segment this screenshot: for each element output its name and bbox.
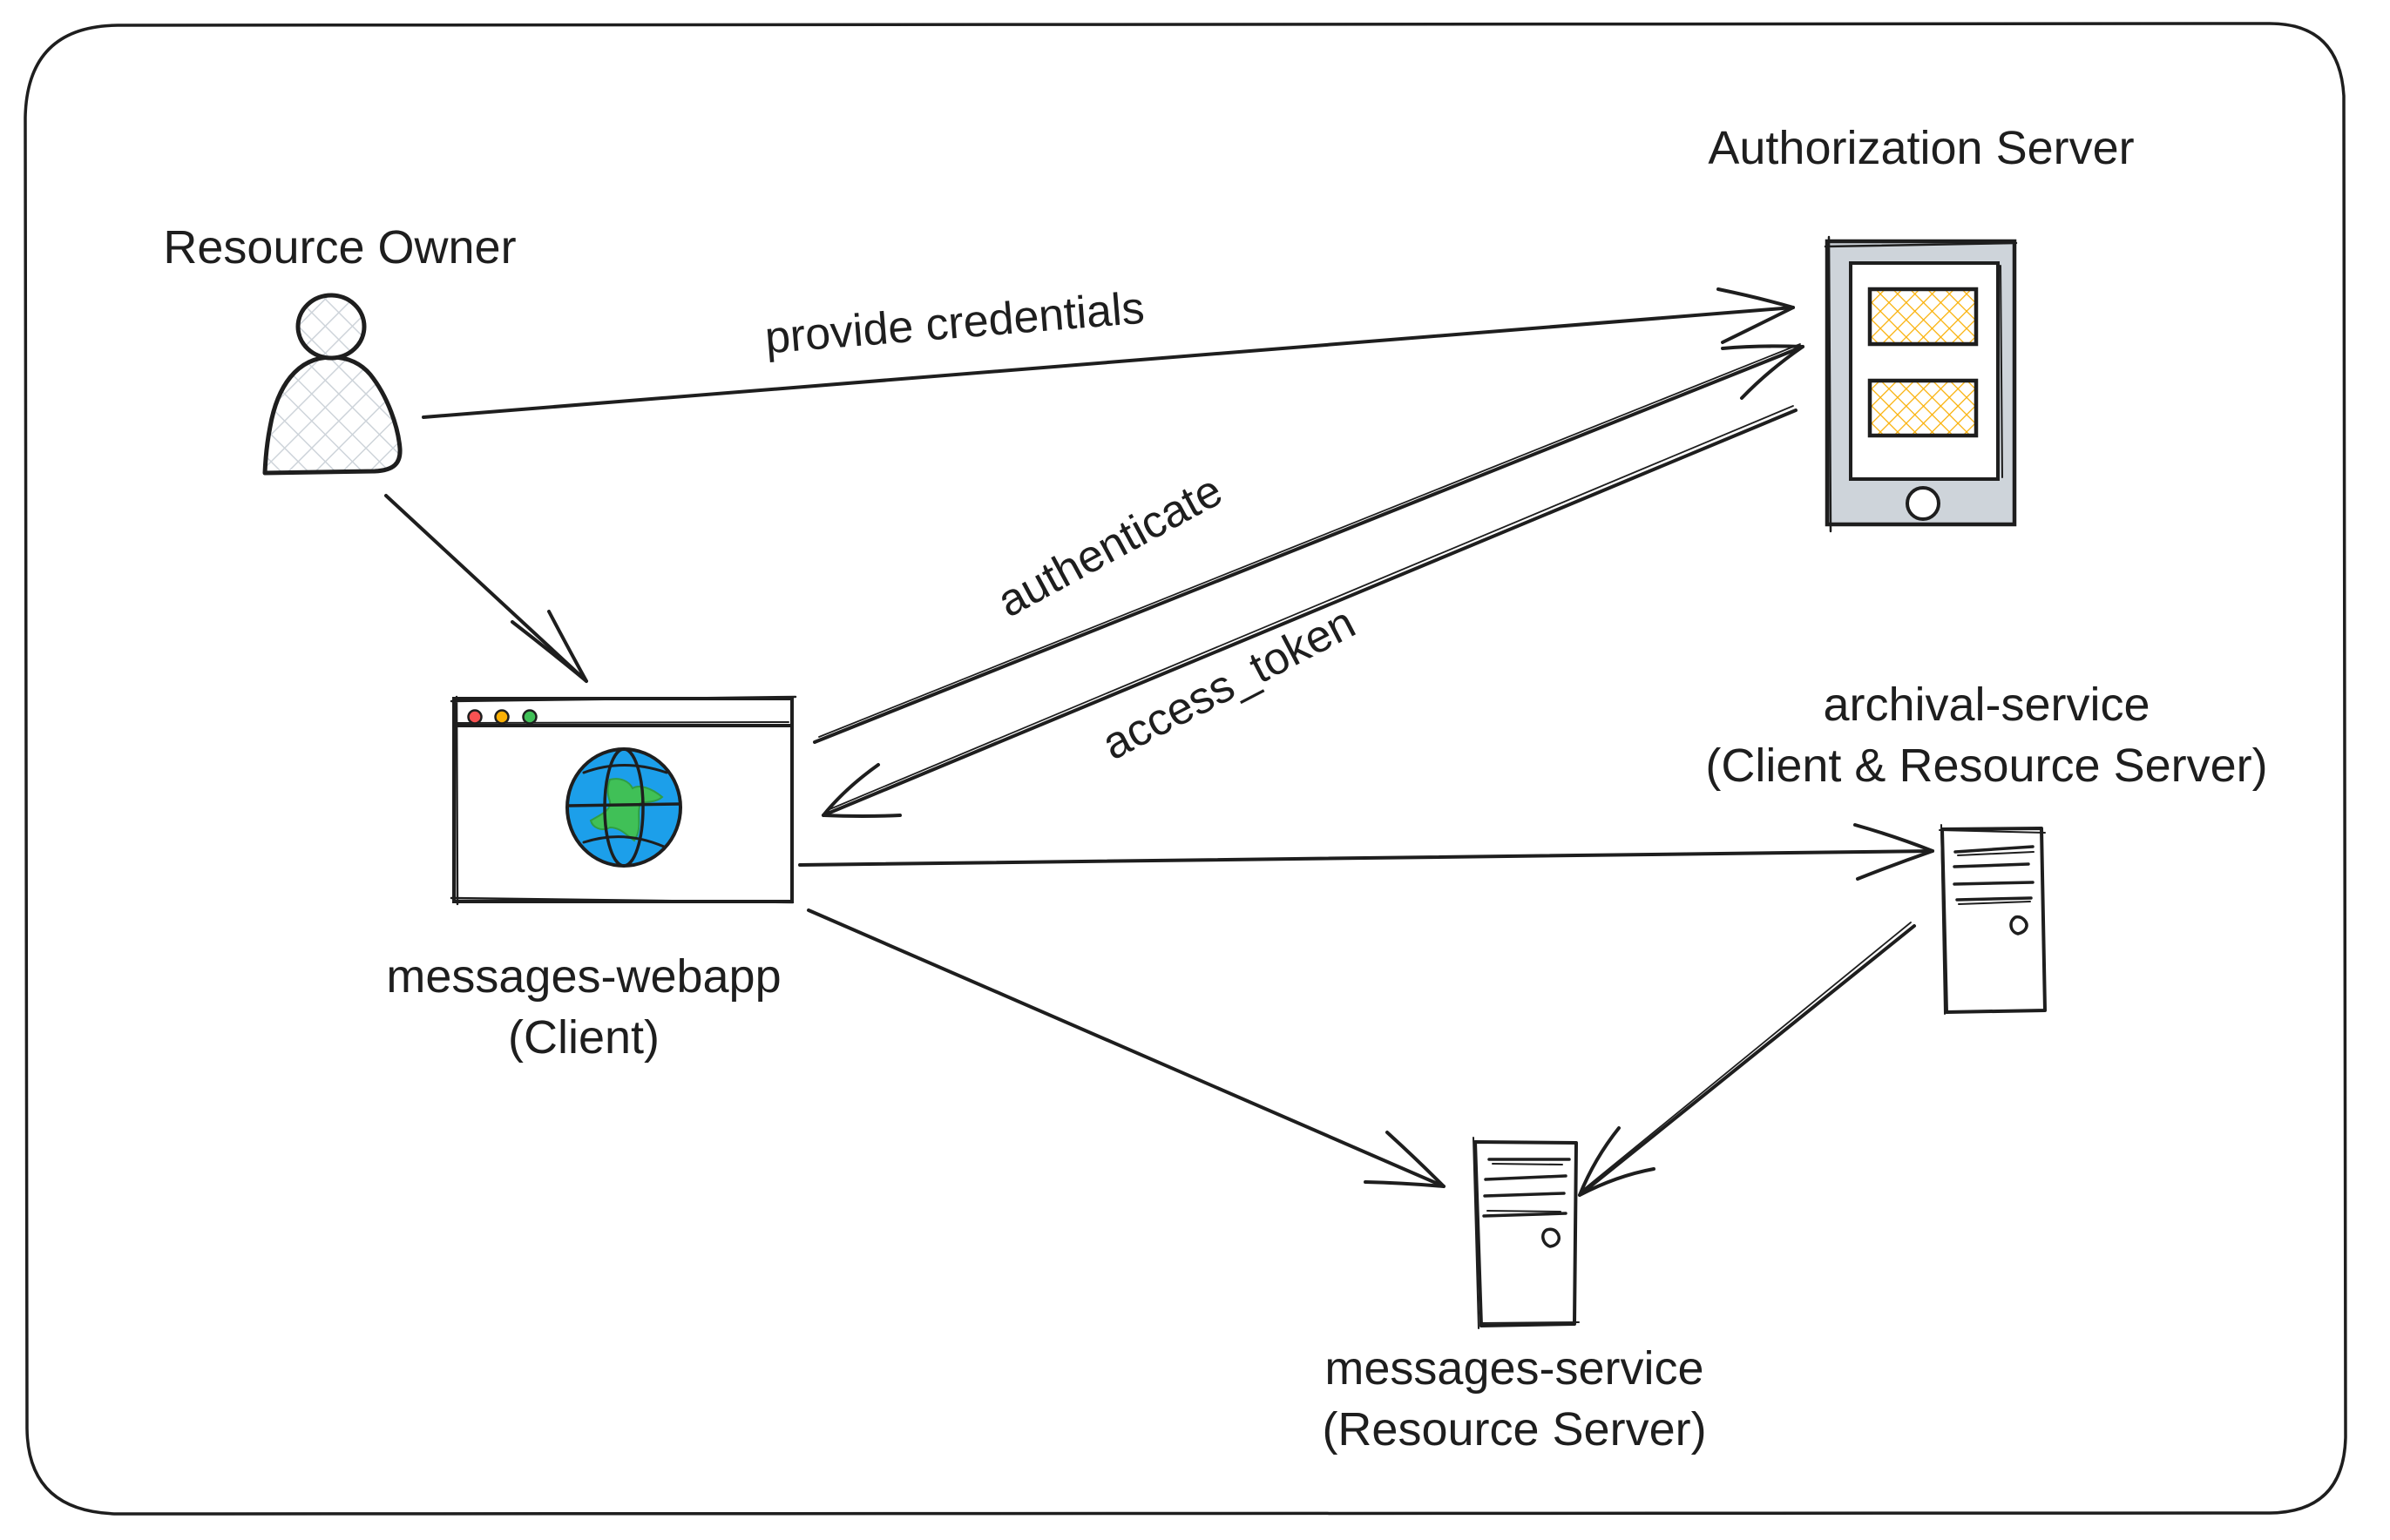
arrowhead-icon — [822, 763, 902, 818]
archival-service-node[interactable]: archival-service (Client & Resource Serv… — [1705, 679, 2268, 1015]
arrowhead-icon — [511, 610, 588, 683]
window-minimize-dot — [494, 709, 510, 725]
arrow-line — [798, 849, 1934, 867]
server-tower-icon — [1473, 1137, 1580, 1329]
arrow-line — [422, 306, 1795, 419]
resource-owner-node[interactable]: Resource Owner — [163, 221, 517, 476]
edge-label: provide credentials — [763, 283, 1147, 364]
arrowhead-icon — [1721, 344, 1804, 400]
messages-webapp-label: messages-webapp — [386, 950, 781, 1003]
arrow-line — [384, 494, 588, 683]
edge-label: access_token — [1094, 598, 1364, 770]
diagram-frame — [24, 22, 2347, 1516]
person-icon — [262, 293, 403, 476]
messages-service-role: (Resource Server) — [1322, 1403, 1706, 1456]
form-field-2 — [1867, 378, 1979, 438]
arrow-line — [813, 345, 1804, 744]
edge-owner-to-webapp[interactable] — [384, 494, 588, 683]
window-maximize-dot — [522, 709, 538, 725]
messages-webapp-role: (Client) — [508, 1011, 660, 1064]
arrowhead-icon — [1364, 1131, 1446, 1188]
edge-webapp-to-archival[interactable] — [798, 823, 1934, 881]
window-close-dot — [467, 709, 483, 725]
edge-authenticate[interactable]: authenticate — [813, 343, 1804, 744]
edge-webapp-to-messages[interactable] — [807, 908, 1446, 1188]
edge-access-token[interactable]: access_token — [822, 405, 1798, 818]
messages-service-label: messages-service — [1324, 1342, 1703, 1395]
home-button-icon — [1906, 486, 1940, 521]
messages-webapp-node[interactable]: messages-webapp (Client) — [386, 695, 797, 1064]
arrow-line — [1578, 924, 1916, 1197]
server-tower-icon — [1939, 824, 2047, 1015]
arrow-line — [822, 409, 1798, 817]
edge-label: authenticate — [990, 465, 1231, 627]
messages-service-node[interactable]: messages-service (Resource Server) — [1322, 1137, 1707, 1456]
archival-service-label: archival-service — [1823, 679, 2150, 731]
authorization-server-label: Authorization Server — [1708, 122, 2134, 174]
tablet-icon — [1824, 235, 2018, 533]
arrowhead-icon — [1578, 1126, 1655, 1197]
arrow-line — [807, 908, 1446, 1188]
arrowhead-icon — [1853, 823, 1934, 881]
arrowhead-icon — [1716, 287, 1795, 344]
archival-service-role: (Client & Resource Server) — [1705, 740, 2267, 792]
authorization-server-node[interactable]: Authorization Server — [1708, 122, 2135, 533]
globe-icon — [565, 747, 682, 868]
browser-window-icon — [450, 695, 797, 906]
form-field-1 — [1867, 287, 1979, 347]
edge-archival-to-messages[interactable] — [1578, 922, 1916, 1197]
resource-owner-label: Resource Owner — [163, 221, 516, 274]
edge-provide-credentials[interactable]: provide credentials — [422, 283, 1795, 419]
